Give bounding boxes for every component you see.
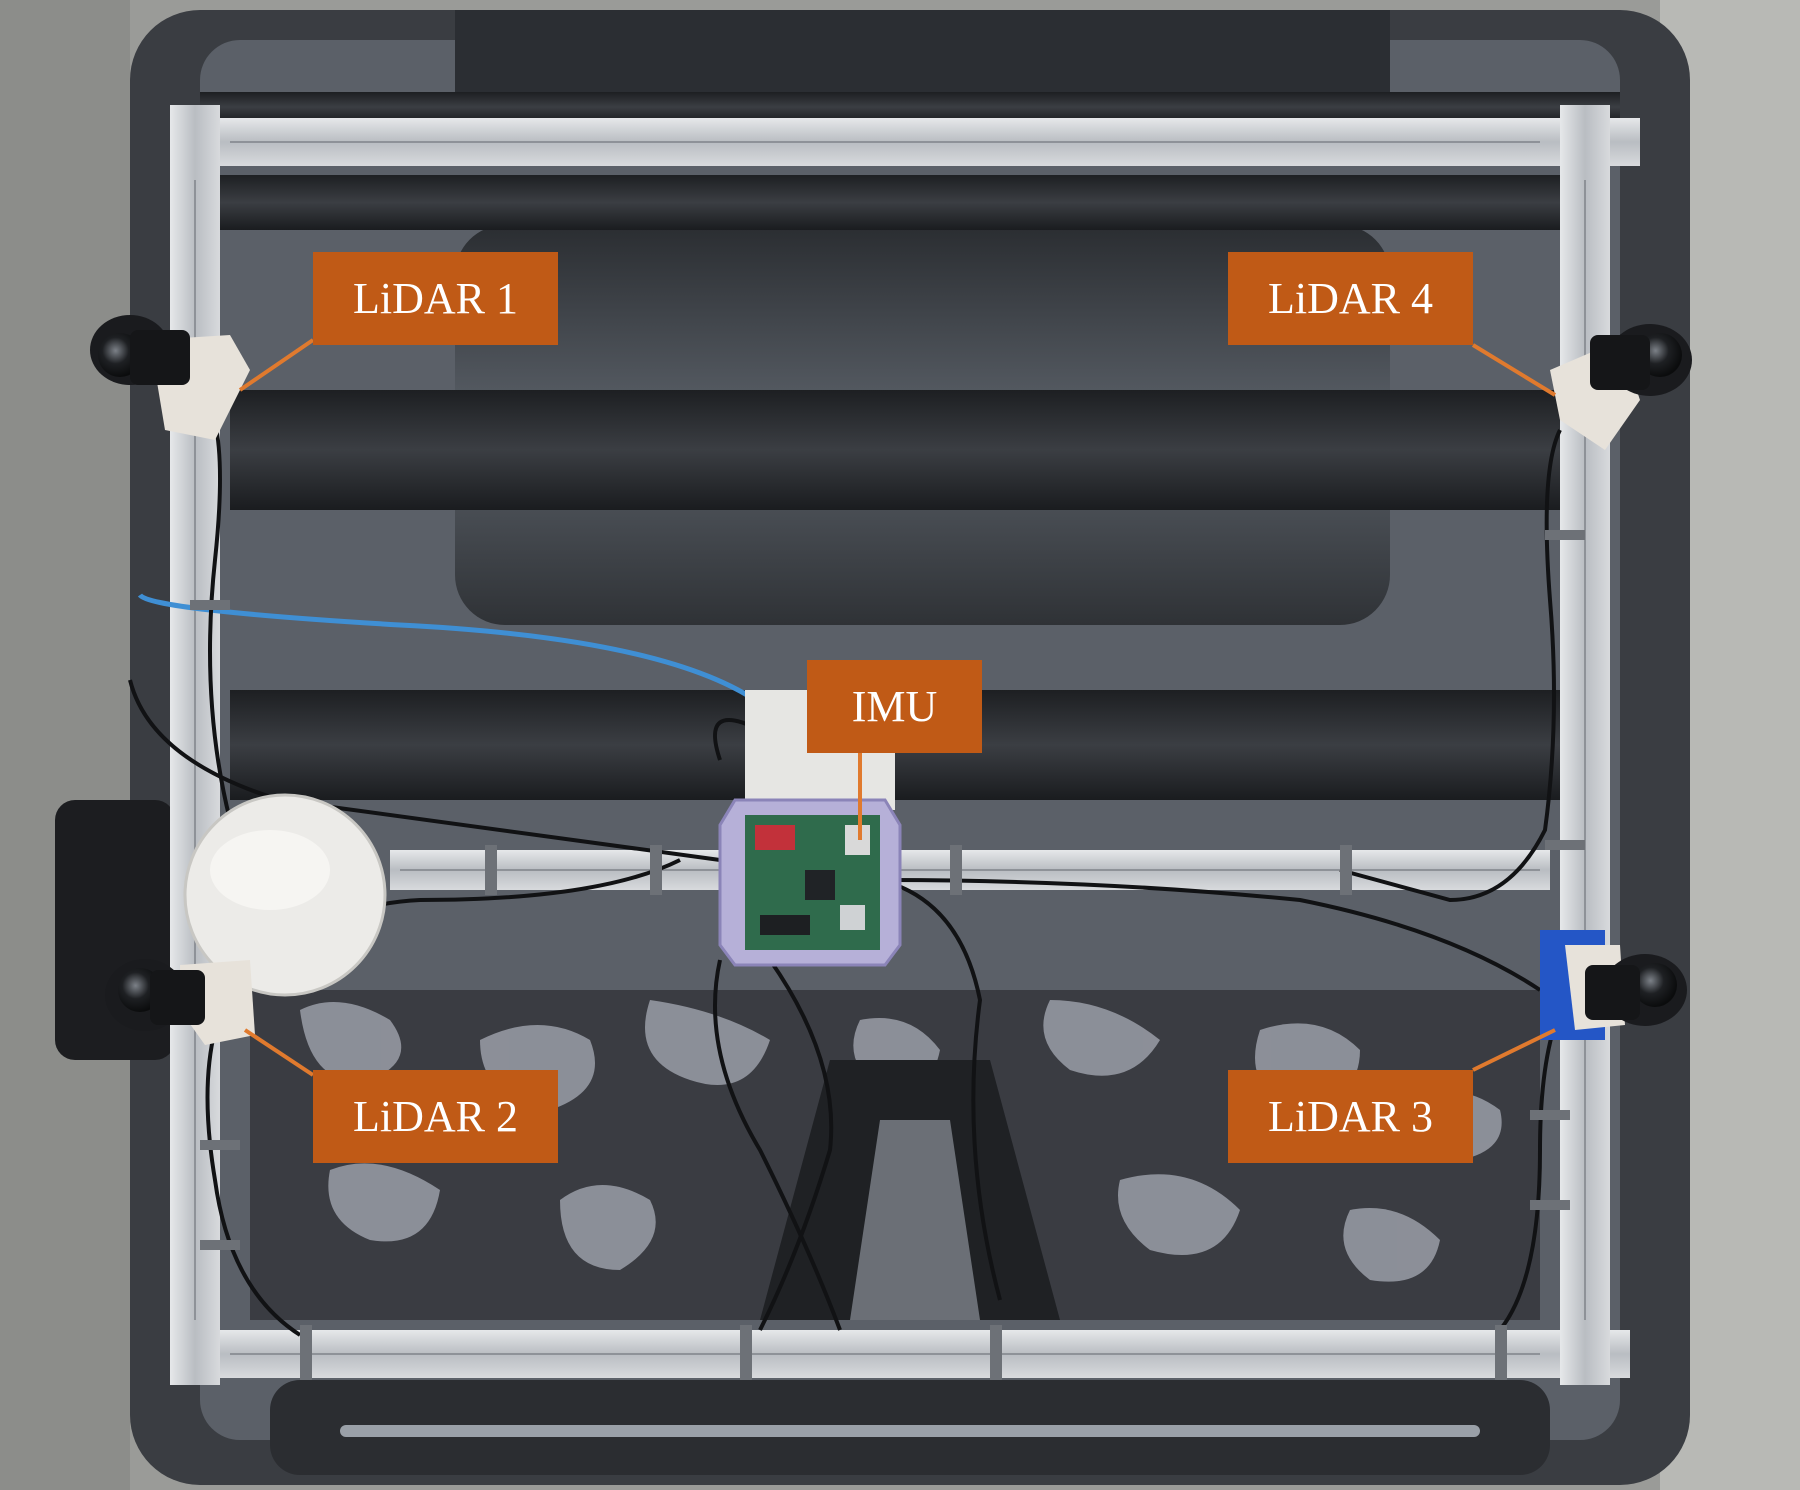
cable-ties: [190, 530, 1585, 1380]
crossbar-mid-1: [230, 390, 1560, 510]
lidar-sensor-icon: [1633, 963, 1677, 1007]
lidar-sensor-1: [90, 315, 250, 440]
crossbar-upper: [220, 175, 1610, 230]
trunk-recess-inner: [850, 1120, 980, 1320]
label-lidar-1: LiDAR 1: [313, 252, 558, 345]
vehicle-rear-stripe: [340, 1425, 1480, 1437]
label-lidar-4: LiDAR 4: [1228, 252, 1473, 345]
label-lidar-3: LiDAR 3: [1228, 1070, 1473, 1163]
label-lidar-2: LiDAR 2: [313, 1070, 558, 1163]
ground-pavement-left: [0, 0, 130, 1490]
label-imu: IMU: [807, 660, 982, 753]
crossbar-front: [200, 92, 1620, 122]
leader-lines: [238, 338, 1557, 1077]
lidar-sensor-2: [105, 959, 255, 1045]
lidar-sensor-3: [1540, 930, 1687, 1040]
imu-board-icon: [718, 798, 902, 967]
lidar-sensor-4: [1550, 324, 1692, 450]
gnss-antenna-icon: [183, 793, 387, 997]
